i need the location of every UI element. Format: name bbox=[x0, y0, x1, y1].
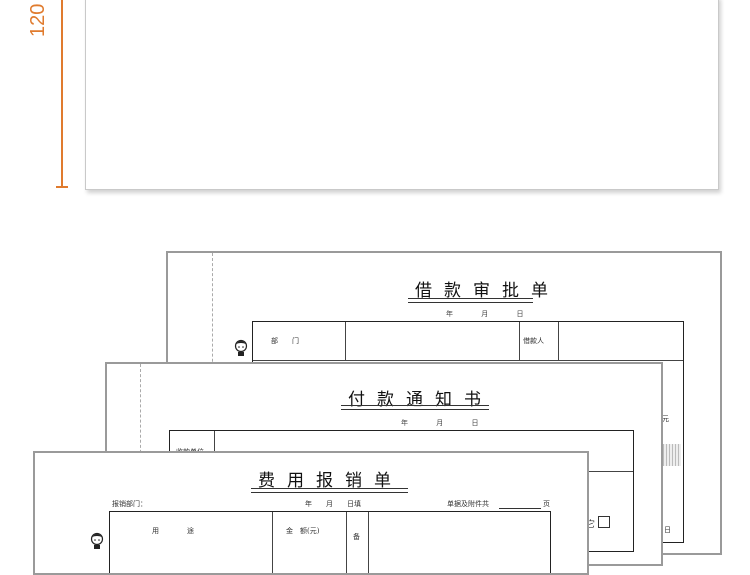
attachments-blank bbox=[499, 508, 541, 509]
form-table: 用 途 金 额(元) 备 bbox=[109, 511, 551, 573]
table-divider bbox=[345, 322, 346, 360]
form-title: 费用报销单 bbox=[258, 471, 403, 491]
form-date: 年 月 日 bbox=[446, 310, 524, 318]
attachments-label: 单据及附件共 bbox=[447, 500, 489, 508]
date-label: 日 bbox=[664, 526, 671, 534]
form-title: 借款审批单 bbox=[415, 281, 560, 301]
expense-claim-form: 费用报销单 报销部门： 年 月 日填 单据及附件共 页 用 途 金 额(元) 备 bbox=[33, 451, 589, 575]
dimension-line bbox=[61, 0, 63, 188]
blank-sheet-preview bbox=[85, 0, 719, 190]
table-divider bbox=[272, 512, 273, 573]
title-underline bbox=[408, 298, 533, 303]
department-label: 部 门 bbox=[271, 337, 299, 345]
remark-header: 备 bbox=[353, 533, 360, 541]
table-divider bbox=[346, 512, 347, 573]
title-underline bbox=[251, 488, 408, 493]
shaded-cell bbox=[657, 444, 681, 466]
fill-date-label: 年 月 日填 bbox=[305, 500, 361, 508]
table-divider bbox=[519, 322, 520, 360]
table-divider bbox=[368, 512, 369, 573]
pages-label: 页 bbox=[543, 500, 550, 508]
table-divider bbox=[253, 360, 683, 361]
mascot-icon bbox=[234, 339, 248, 357]
form-date: 年 月 日 bbox=[401, 419, 479, 427]
purpose-header: 用 途 bbox=[152, 527, 194, 535]
amount-unit-label: 元 bbox=[662, 415, 669, 423]
borrower-label: 借款人 bbox=[523, 337, 544, 345]
other-checkbox bbox=[598, 516, 610, 528]
other-label: 它 bbox=[586, 520, 596, 530]
mascot-icon bbox=[90, 532, 104, 550]
department-field-label: 报销部门： bbox=[112, 500, 147, 508]
dimension-tick bbox=[56, 186, 68, 188]
amount-header: 金 额(元) bbox=[286, 527, 320, 535]
table-divider bbox=[558, 322, 559, 360]
title-underline bbox=[341, 405, 489, 410]
dimension-label: 120 bbox=[27, 3, 49, 37]
